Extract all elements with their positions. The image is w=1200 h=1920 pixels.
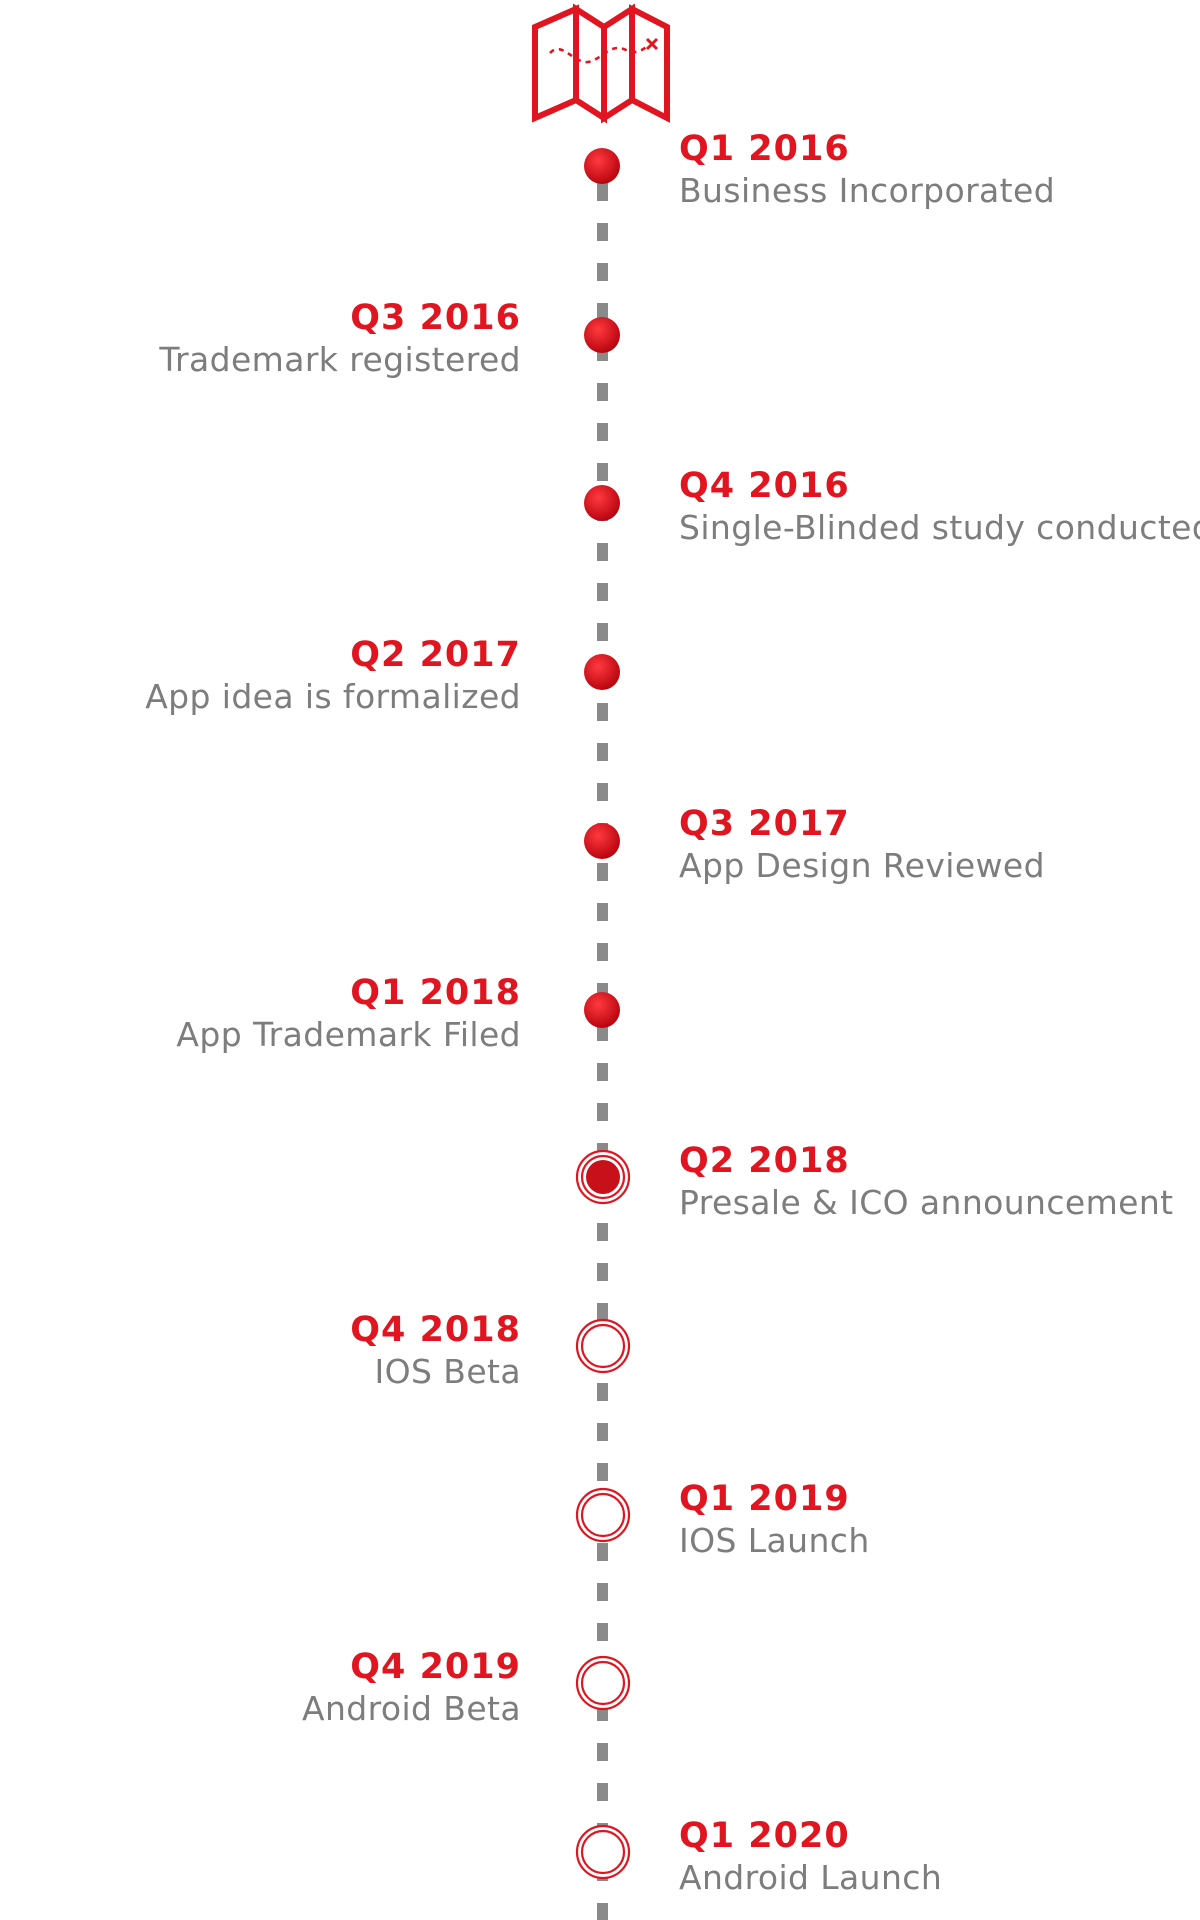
milestone-dot-empty-icon bbox=[571, 1481, 635, 1545]
milestone-dot-filled-icon bbox=[571, 637, 635, 701]
milestone-label: Trademark registered bbox=[159, 340, 521, 379]
milestone-quarter: Q1 2016 bbox=[679, 129, 850, 169]
milestone-quarter: Q1 2019 bbox=[679, 1479, 850, 1519]
milestone-label: App Trademark Filed bbox=[176, 1015, 521, 1054]
milestone-quarter: Q2 2018 bbox=[679, 1141, 850, 1181]
milestone-label: Android Beta bbox=[302, 1689, 521, 1728]
milestone-dot-current-icon bbox=[571, 1143, 635, 1207]
milestone-dot-filled-icon bbox=[571, 131, 635, 195]
milestone-quarter: Q4 2018 bbox=[350, 1310, 521, 1350]
milestone-quarter: Q3 2016 bbox=[350, 298, 521, 338]
milestone-dot-filled-icon bbox=[571, 468, 635, 532]
timeline-spine bbox=[597, 183, 608, 1920]
milestone-label: App idea is formalized bbox=[145, 677, 521, 716]
milestone-quarter: Q1 2020 bbox=[679, 1816, 850, 1856]
milestone-dot-filled-icon bbox=[571, 975, 635, 1039]
milestone-quarter: Q1 2018 bbox=[350, 973, 521, 1013]
milestone-quarter: Q3 2017 bbox=[679, 804, 850, 844]
milestone-label: Single-Blinded study conducted bbox=[679, 508, 1200, 547]
milestone-quarter: Q2 2017 bbox=[350, 635, 521, 675]
milestone-label: Business Incorporated bbox=[679, 171, 1056, 210]
milestone-dot-empty-icon bbox=[571, 1818, 635, 1882]
milestone-quarter: Q4 2016 bbox=[679, 466, 850, 506]
milestone-label: Android Launch bbox=[679, 1858, 943, 1897]
milestone-dot-empty-icon bbox=[571, 1312, 635, 1376]
milestone-label: IOS Beta bbox=[374, 1352, 521, 1391]
milestone-label: App Design Reviewed bbox=[679, 846, 1045, 885]
milestone-dot-empty-icon bbox=[571, 1649, 635, 1713]
milestone-label: IOS Launch bbox=[679, 1521, 870, 1560]
milestone-quarter: Q4 2019 bbox=[350, 1647, 521, 1687]
milestone-dot-filled-icon bbox=[571, 300, 635, 364]
milestone-label: Presale & ICO announcement bbox=[679, 1183, 1174, 1222]
folded-map-icon bbox=[530, 0, 673, 124]
milestone-dot-filled-icon bbox=[571, 806, 635, 870]
